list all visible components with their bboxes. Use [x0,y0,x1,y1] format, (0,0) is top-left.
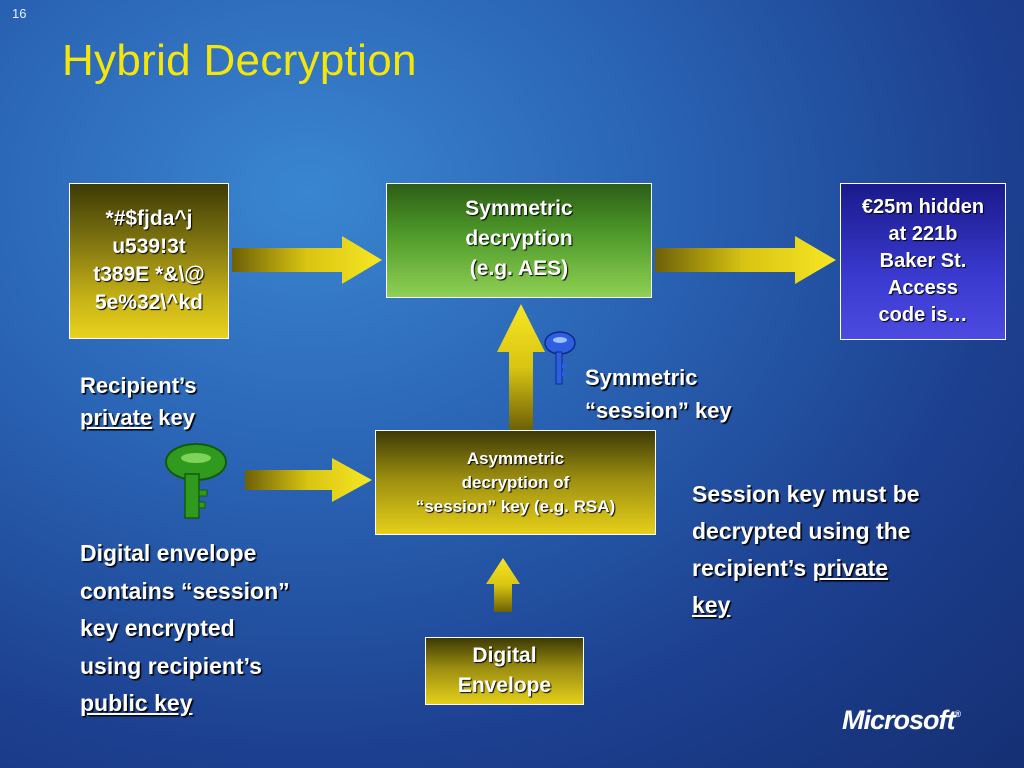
session-key-decryption-note: Session key must be decrypted using the … [692,476,920,624]
session-label-line2: “session” key [585,398,732,423]
symmetric-decryption-box: Symmetric decryption (e.g. AES) [386,183,652,298]
envelope-desc-line3: key encrypted [80,615,235,641]
asymmetric-decryption-text: Asymmetric decryption of “session” key (… [415,448,616,516]
recipient-label-line1: Recipient’s [80,373,197,398]
slide-number: 16 [12,6,27,21]
digital-envelope-box: Digital Envelope [425,637,584,705]
microsoft-logo-text: Microsoft [842,705,955,735]
arrow-envelope-to-asymmetric [486,558,520,612]
trademark-symbol: ® [954,709,962,719]
envelope-desc-line2: contains “session” [80,577,290,604]
note-line2: decrypted using the [692,518,911,544]
ciphertext-text: *#$fjda^j u539!3t t389E *&\@ 5e%32\^kd [93,207,205,314]
note-recipients-word: recipient’s [692,555,813,581]
note-line3: recipient’s private [692,550,920,587]
arrow-cipher-to-symmetric [232,236,382,284]
ciphertext-box: *#$fjda^j u539!3t t389E *&\@ 5e%32\^kd [69,183,229,339]
recipient-private-key-label: Recipient’s private key [80,370,197,434]
note-key-word: key [692,592,731,618]
note-line1: Session key must be [692,481,920,507]
key-word: key [152,405,195,430]
envelope-desc-line1: Digital envelope [80,540,257,566]
note-line4: key [692,587,920,624]
microsoft-logo: Microsoft® [842,705,961,736]
digital-envelope-description: Digital envelope contains “session” key … [80,535,290,723]
note-private-word: private [812,555,889,581]
plaintext-text: €25m hidden at 221b Baker St. Access cod… [861,196,985,326]
symmetric-decryption-text: Symmetric decryption (e.g. AES) [465,197,573,280]
arrow-symmetric-to-plaintext [655,236,836,284]
session-key-icon [544,331,576,385]
slide-title: Hybrid Decryption [62,36,417,85]
arrow-private-key-to-asymmetric [245,458,372,502]
public-key-words: public key [80,690,193,716]
envelope-desc-line5: public key [80,685,290,723]
envelope-desc-line4: using recipient’s [80,652,262,679]
plaintext-box: €25m hidden at 221b Baker St. Access cod… [840,183,1006,340]
recipient-label-line2: private key [80,402,197,434]
session-key-label: Symmetric “session” key [585,361,732,427]
session-label-line1: Symmetric [585,365,698,390]
private-key-icon [165,443,227,519]
private-word: private [80,405,153,430]
asymmetric-decryption-box: Asymmetric decryption of “session” key (… [375,430,656,535]
arrow-asymmetric-to-symmetric [497,304,545,430]
digital-envelope-text: Digital Envelope [457,644,552,697]
